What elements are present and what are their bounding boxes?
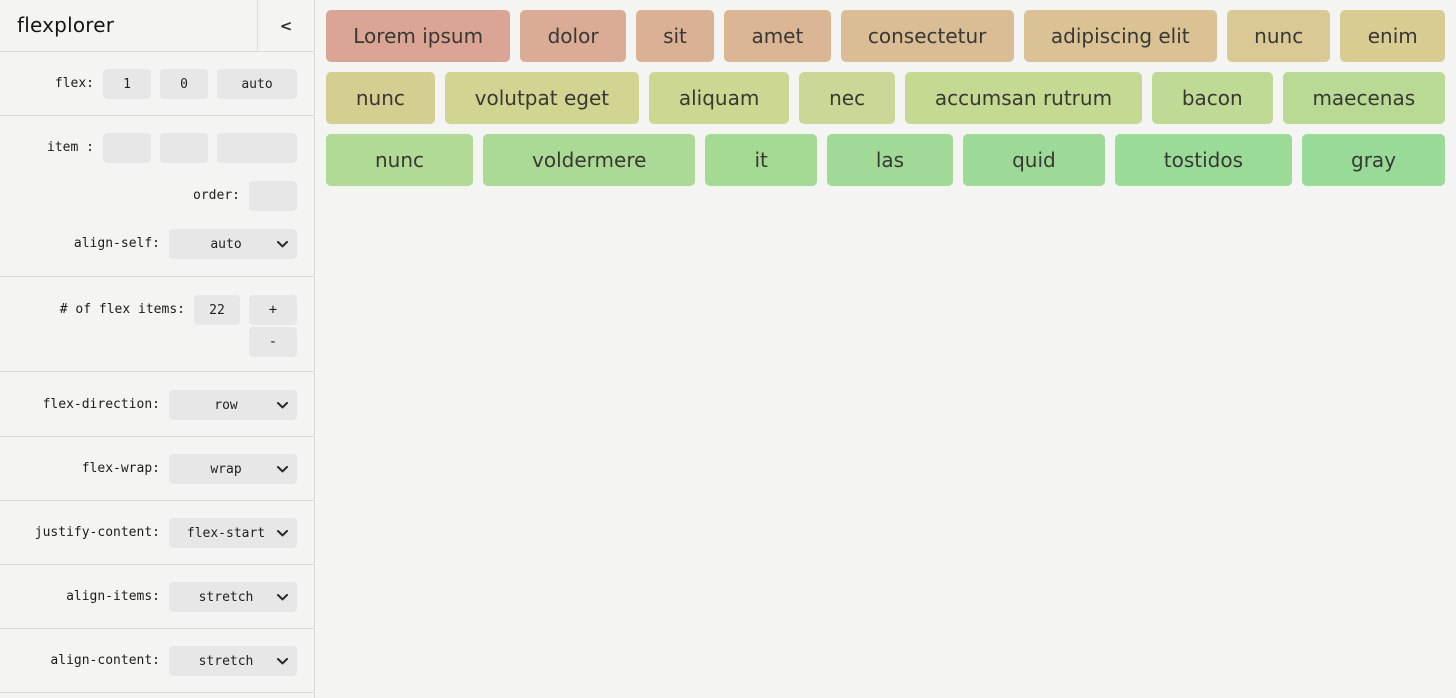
- item-section: item : order: align-self: auto: [0, 116, 314, 277]
- chevron-down-icon: [277, 593, 288, 600]
- flex-item: voldermere: [483, 134, 696, 186]
- flex-direction-section: flex-direction: row: [0, 372, 314, 437]
- flex-item: Lorem ipsum: [326, 10, 511, 62]
- flex-item: tostidos: [1114, 134, 1293, 186]
- flex-item: gray: [1302, 134, 1446, 186]
- flex-item: aliquam: [648, 72, 790, 124]
- align-items-value: stretch: [198, 589, 254, 605]
- flex-item: dolor: [520, 10, 626, 62]
- align-content-value: stretch: [198, 653, 254, 669]
- flex-item: amet: [724, 10, 831, 62]
- flex-shorthand-section: flex:: [0, 52, 314, 116]
- minus-icon: -: [268, 334, 278, 350]
- align-items-select[interactable]: stretch: [169, 582, 297, 612]
- justify-content-section: justify-content: flex-start: [0, 501, 314, 565]
- flex-item: consectetur: [840, 10, 1014, 62]
- flex-direction-value: row: [214, 397, 238, 413]
- align-items-section: align-items: stretch: [0, 565, 314, 629]
- align-self-label: align-self:: [73, 236, 160, 251]
- item-grow-input[interactable]: [103, 133, 151, 163]
- collapse-sidebar-button[interactable]: <: [257, 0, 314, 51]
- flex-item: nunc: [1226, 10, 1331, 62]
- justify-content-label: justify-content:: [34, 525, 160, 540]
- flex-item: nunc: [326, 72, 435, 124]
- flex-item: sit: [635, 10, 715, 62]
- sidebar: flexplorer < flex: item : order:: [0, 0, 315, 698]
- flex-item: maecenas: [1282, 72, 1446, 124]
- justify-content-select[interactable]: flex-start: [169, 518, 297, 548]
- align-content-section: align-content: stretch: [0, 629, 314, 693]
- flex-wrap-select[interactable]: wrap: [169, 454, 297, 484]
- flex-direction-label: flex-direction:: [42, 397, 160, 412]
- align-items-label: align-items:: [66, 589, 160, 604]
- flex-item: quid: [963, 134, 1105, 186]
- chevron-down-icon: [277, 465, 288, 472]
- align-content-label: align-content:: [50, 653, 160, 668]
- flex-item: accumsan rutrum: [904, 72, 1142, 124]
- chevron-down-icon: [277, 529, 288, 536]
- chevron-left-icon: <: [279, 16, 293, 35]
- item-count-label: # of flex items:: [59, 302, 185, 317]
- align-self-select[interactable]: auto: [169, 229, 297, 259]
- flex-shrink-input[interactable]: [160, 69, 208, 99]
- remove-item-button[interactable]: -: [249, 327, 297, 357]
- flex-item: las: [826, 134, 954, 186]
- flex-label: flex:: [54, 76, 94, 91]
- order-input[interactable]: [249, 181, 297, 211]
- chevron-down-icon: [277, 401, 288, 408]
- item-shrink-input[interactable]: [160, 133, 208, 163]
- flex-item: enim: [1340, 10, 1446, 62]
- flex-item: adipiscing elit: [1023, 10, 1217, 62]
- sidebar-header: flexplorer <: [0, 0, 314, 52]
- add-item-button[interactable]: +: [249, 295, 297, 325]
- align-self-value: auto: [210, 236, 242, 252]
- flex-wrap-value: wrap: [210, 461, 242, 477]
- flex-item: nunc: [326, 134, 474, 186]
- flex-direction-select[interactable]: row: [169, 390, 297, 420]
- justify-content-value: flex-start: [186, 525, 266, 541]
- flex-wrap-label: flex-wrap:: [81, 461, 160, 476]
- flex-grow-input[interactable]: [103, 69, 151, 99]
- flex-item: it: [705, 134, 817, 186]
- align-content-select[interactable]: stretch: [169, 646, 297, 676]
- chevron-down-icon: [277, 657, 288, 664]
- order-label: order:: [193, 188, 240, 203]
- flex-basis-input[interactable]: [217, 69, 297, 99]
- item-count-section: # of flex items: + -: [0, 277, 314, 372]
- flex-item: bacon: [1151, 72, 1273, 124]
- flex-item: nec: [799, 72, 895, 124]
- chevron-down-icon: [277, 240, 288, 247]
- item-count-input[interactable]: [194, 295, 240, 325]
- flex-item: volutpat eget: [444, 72, 639, 124]
- plus-icon: +: [268, 302, 278, 318]
- flex-wrap-section: flex-wrap: wrap: [0, 437, 314, 501]
- item-basis-input[interactable]: [217, 133, 297, 163]
- item-label: item :: [47, 140, 94, 155]
- app-title: flexplorer: [17, 13, 115, 37]
